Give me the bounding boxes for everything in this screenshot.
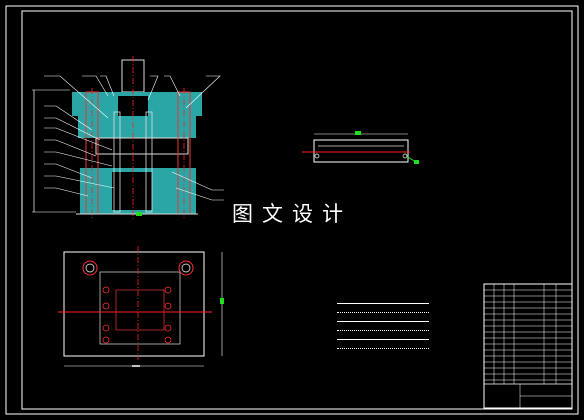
plan-small-holes	[102, 286, 172, 344]
plan-outline	[63, 251, 205, 357]
leaders-right	[171, 171, 224, 201]
green-mark-part-side	[414, 160, 419, 164]
upper-center-void	[118, 96, 148, 118]
title-block-table	[483, 283, 573, 409]
green-mark-front	[136, 212, 142, 216]
inner-frame	[21, 10, 573, 410]
die-cavity	[112, 172, 152, 210]
punch-right	[145, 111, 153, 213]
note-line	[337, 307, 429, 313]
punch-left	[113, 111, 121, 213]
note-line	[337, 325, 429, 331]
title-block-outline	[483, 283, 573, 409]
note-line	[337, 334, 429, 340]
technical-notes-block	[337, 298, 429, 352]
middle-plate	[78, 116, 196, 138]
front-section-view	[32, 56, 224, 220]
plan-inner-plate	[99, 271, 181, 345]
plan-guide-hole-left-inner	[85, 263, 95, 273]
plan-strip	[115, 289, 165, 331]
plan-guide-hole-right	[178, 260, 194, 276]
watermark-stamp: 图文设计	[232, 202, 352, 226]
leaders-top	[82, 75, 221, 109]
note-line	[337, 343, 429, 349]
part-view	[302, 131, 419, 164]
part-outline	[313, 139, 409, 163]
outer-frame	[5, 5, 579, 415]
green-mark-plan-right	[220, 298, 224, 304]
part-hole-left	[314, 153, 320, 159]
note-line	[337, 316, 429, 322]
part-hole-right	[402, 153, 408, 159]
note-line	[337, 298, 429, 304]
title-block-rows	[484, 289, 572, 381]
plan-guide-hole-left	[82, 260, 98, 276]
green-mark-part-top	[355, 131, 361, 135]
plan-guide-hole-right-inner	[181, 263, 191, 273]
plan-view	[58, 246, 224, 367]
leaders-left	[44, 75, 115, 197]
middle-block	[95, 137, 189, 155]
